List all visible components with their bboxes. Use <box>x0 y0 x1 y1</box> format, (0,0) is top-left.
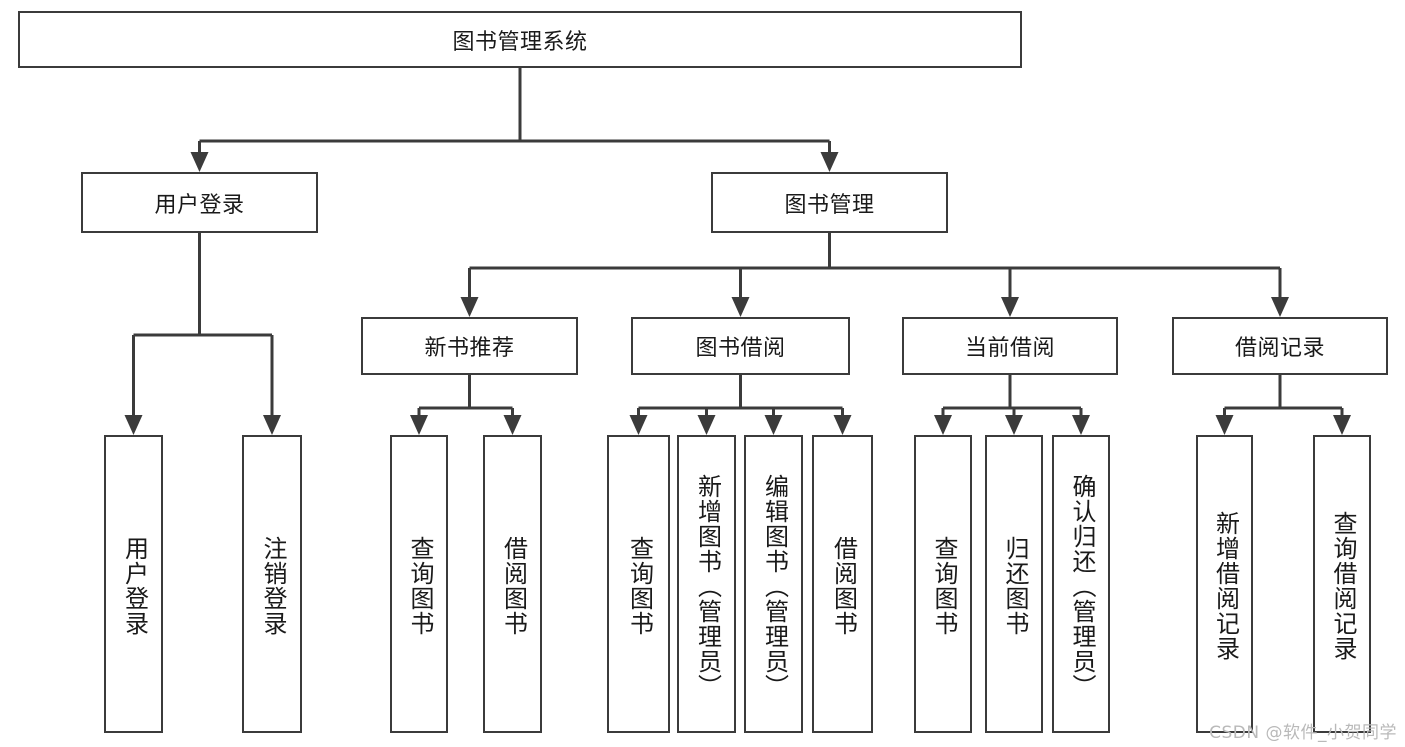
node-label-book-borrow: 图书借阅 <box>695 336 786 361</box>
arrow-icon-leaf-user-login <box>124 415 143 435</box>
node-current-borrow[interactable]: 当前借阅 <box>902 317 1118 375</box>
node-label-leaf-borrow-book-1: 借阅图书 <box>499 536 528 636</box>
node-label-borrow-record: 借阅记录 <box>1234 336 1325 361</box>
watermark-label: CSDN @软件_小贺同学 <box>1209 723 1397 743</box>
node-label-leaf-query-book-1: 查询图书 <box>405 536 434 636</box>
node-label-leaf-user-login: 用户登录 <box>120 536 149 636</box>
node-leaf-borrow-book-2[interactable]: 借阅图书 <box>812 435 873 733</box>
node-label-leaf-confirm-ret: 确认归还（管理员） <box>1067 473 1096 699</box>
arrow-icon-leaf-query-book-3 <box>934 415 952 435</box>
arrow-icon-leaf-borrow-book-1 <box>503 415 522 435</box>
arrow-icon-leaf-query-record <box>1333 415 1351 435</box>
node-label-leaf-query-book-2: 查询图书 <box>625 536 654 636</box>
arrow-icon-leaf-confirm-ret <box>1072 415 1090 435</box>
arrow-icon-leaf-add-book <box>697 415 716 435</box>
node-new-book-rec[interactable]: 新书推荐 <box>361 317 578 375</box>
arrow-icon-current-borrow <box>1001 297 1019 317</box>
node-label-user-login: 用户登录 <box>154 192 245 218</box>
node-leaf-add-record[interactable]: 新增借阅记录 <box>1196 435 1253 733</box>
node-label-leaf-return-book: 归还图书 <box>1000 536 1029 636</box>
node-leaf-borrow-book-1[interactable]: 借阅图书 <box>483 435 542 733</box>
node-label-leaf-add-book: 新增图书（管理员） <box>693 473 722 699</box>
arrow-icon-book-manage <box>820 152 839 172</box>
node-label-current-borrow: 当前借阅 <box>964 336 1055 361</box>
node-label-new-book-rec: 新书推荐 <box>424 336 515 361</box>
arrow-icon-leaf-return-book <box>1005 415 1023 435</box>
node-label-leaf-user-logout: 注销登录 <box>258 536 287 636</box>
node-label-leaf-query-record: 查询借阅记录 <box>1328 511 1357 661</box>
node-label-book-manage: 图书管理 <box>784 192 875 218</box>
arrow-icon-leaf-query-book-2 <box>629 415 648 435</box>
node-user-login[interactable]: 用户登录 <box>81 172 318 233</box>
node-label-leaf-borrow-book-2: 借阅图书 <box>829 536 858 636</box>
node-borrow-record[interactable]: 借阅记录 <box>1172 317 1388 375</box>
arrow-icon-leaf-user-logout <box>263 415 281 435</box>
node-label-leaf-query-book-3: 查询图书 <box>929 536 958 636</box>
arrow-icon-borrow-record <box>1271 297 1289 317</box>
node-root[interactable]: 图书管理系统 <box>18 11 1022 68</box>
arrow-icon-book-borrow <box>731 297 750 317</box>
arrow-icon-new-book-rec <box>460 297 479 317</box>
node-label-leaf-add-record: 新增借阅记录 <box>1211 511 1240 661</box>
node-book-borrow[interactable]: 图书借阅 <box>631 317 850 375</box>
arrow-icon-leaf-edit-book <box>764 415 783 435</box>
node-leaf-user-logout[interactable]: 注销登录 <box>242 435 302 733</box>
node-leaf-return-book[interactable]: 归还图书 <box>985 435 1043 733</box>
node-leaf-user-login[interactable]: 用户登录 <box>104 435 163 733</box>
arrow-icon-leaf-query-book-1 <box>410 415 428 435</box>
node-label-leaf-edit-book: 编辑图书（管理员） <box>760 473 789 699</box>
node-label-root: 图书管理系统 <box>452 29 588 55</box>
node-leaf-query-book-2[interactable]: 查询图书 <box>607 435 670 733</box>
node-leaf-query-book-3[interactable]: 查询图书 <box>914 435 972 733</box>
node-leaf-edit-book[interactable]: 编辑图书（管理员） <box>744 435 803 733</box>
node-leaf-confirm-ret[interactable]: 确认归还（管理员） <box>1052 435 1110 733</box>
node-leaf-query-book-1[interactable]: 查询图书 <box>390 435 448 733</box>
node-book-manage[interactable]: 图书管理 <box>711 172 948 233</box>
node-leaf-add-book[interactable]: 新增图书（管理员） <box>677 435 736 733</box>
arrow-icon-leaf-borrow-book-2 <box>833 415 852 435</box>
node-leaf-query-record[interactable]: 查询借阅记录 <box>1313 435 1371 733</box>
arrow-icon-user-login <box>190 152 209 172</box>
arrow-icon-leaf-add-record <box>1215 415 1234 435</box>
